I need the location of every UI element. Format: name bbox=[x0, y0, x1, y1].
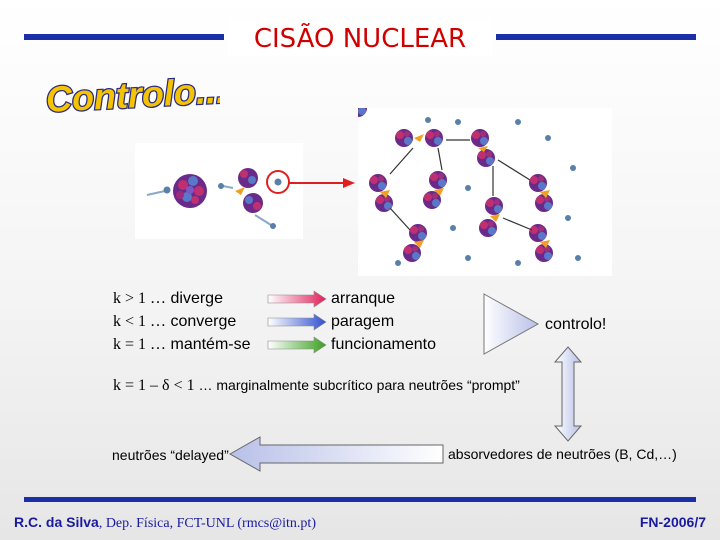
case-row: k = 1 … mantém-se bbox=[113, 333, 251, 356]
delayed-arrow bbox=[228, 434, 446, 474]
case-row: k < 1 … converge bbox=[113, 310, 251, 333]
case-result: diverge bbox=[170, 290, 222, 307]
author-affiliation: , Dep. Física, FCT-UNL (rmcs@itn.pt) bbox=[99, 516, 316, 531]
case-condition: k = 1 … bbox=[113, 336, 166, 353]
funcionamento-arrow bbox=[268, 337, 326, 353]
marginal-text: … marginalmente subcrítico para neutrões… bbox=[198, 377, 519, 393]
controlo-heading: Controlo... bbox=[40, 68, 220, 126]
page-title: CISÃO NUCLEAR bbox=[228, 20, 492, 56]
triangle-pointer bbox=[482, 292, 542, 356]
paragem-arrow bbox=[268, 314, 326, 330]
svg-text:Controlo...: Controlo... bbox=[45, 69, 220, 119]
chain-reaction-illustration bbox=[358, 108, 612, 276]
absorbers-label: absorvedores de neutrões (B, Cd,…) bbox=[448, 446, 677, 462]
case-result: mantém-se bbox=[170, 336, 250, 353]
case-arrows bbox=[266, 288, 328, 354]
fission-illustration bbox=[135, 143, 303, 239]
author-name: R.C. da Silva bbox=[14, 514, 99, 530]
footer-code: FN-2006/7 bbox=[640, 514, 706, 530]
effect-label: paragem bbox=[331, 310, 436, 333]
header-bar-right bbox=[496, 34, 696, 40]
case-condition: k > 1 … bbox=[113, 290, 166, 307]
effect-label: arranque bbox=[331, 287, 436, 310]
vertical-double-arrow bbox=[553, 346, 583, 442]
marginal-line: k = 1 – δ < 1 … marginalmente subcrítico… bbox=[113, 377, 520, 395]
chain-arrow bbox=[289, 175, 357, 191]
case-result: converge bbox=[170, 313, 236, 330]
effect-label: funcionamento bbox=[331, 333, 436, 356]
footer-bar bbox=[24, 497, 696, 502]
case-condition: k < 1 … bbox=[113, 313, 166, 330]
cases-list: k > 1 … diverge k < 1 … converge k = 1 …… bbox=[113, 287, 251, 356]
control-label: controlo! bbox=[545, 316, 606, 334]
delayed-label: neutrões “delayed” bbox=[112, 447, 229, 463]
header-bar-left bbox=[24, 34, 224, 40]
arranque-arrow bbox=[268, 291, 326, 307]
footer-author: R.C. da Silva, Dep. Física, FCT-UNL (rmc… bbox=[14, 514, 316, 532]
effects-list: arranque paragem funcionamento bbox=[331, 287, 436, 356]
marginal-formula: k = 1 – δ < 1 bbox=[113, 377, 195, 394]
case-row: k > 1 … diverge bbox=[113, 287, 251, 310]
